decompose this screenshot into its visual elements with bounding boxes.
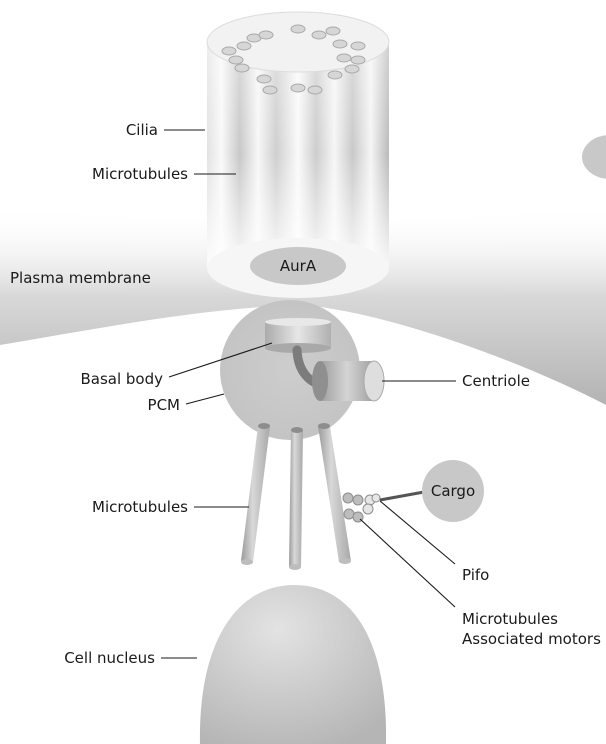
- aura-label: AurA: [280, 257, 317, 275]
- pcm-label: PCM: [148, 396, 180, 414]
- motors-label-line1: Microtubules: [462, 610, 558, 628]
- motor-complex: [343, 493, 380, 522]
- side-cell-shape: [582, 135, 606, 179]
- cell-nucleus-shape: [200, 585, 386, 744]
- basal-body-label: Basal body: [80, 370, 163, 388]
- microtubules-top-label: Microtubules: [92, 165, 188, 183]
- cargo-label: Cargo: [431, 482, 475, 500]
- cilia-label: Cilia: [126, 121, 158, 139]
- plasma-membrane-label: Plasma membrane: [10, 269, 151, 287]
- pifo-label: Pifo: [462, 566, 489, 584]
- cell-nucleus-label: Cell nucleus: [64, 649, 155, 667]
- microtubule-rods: [241, 423, 351, 570]
- centriole: [312, 361, 384, 401]
- pifo-link: [380, 492, 424, 500]
- cilium: AurA: [207, 12, 389, 298]
- microtubules-mid-label: Microtubules: [92, 498, 188, 516]
- motors-label-line2: Associated motors: [462, 630, 601, 648]
- centriole-label: Centriole: [462, 372, 530, 390]
